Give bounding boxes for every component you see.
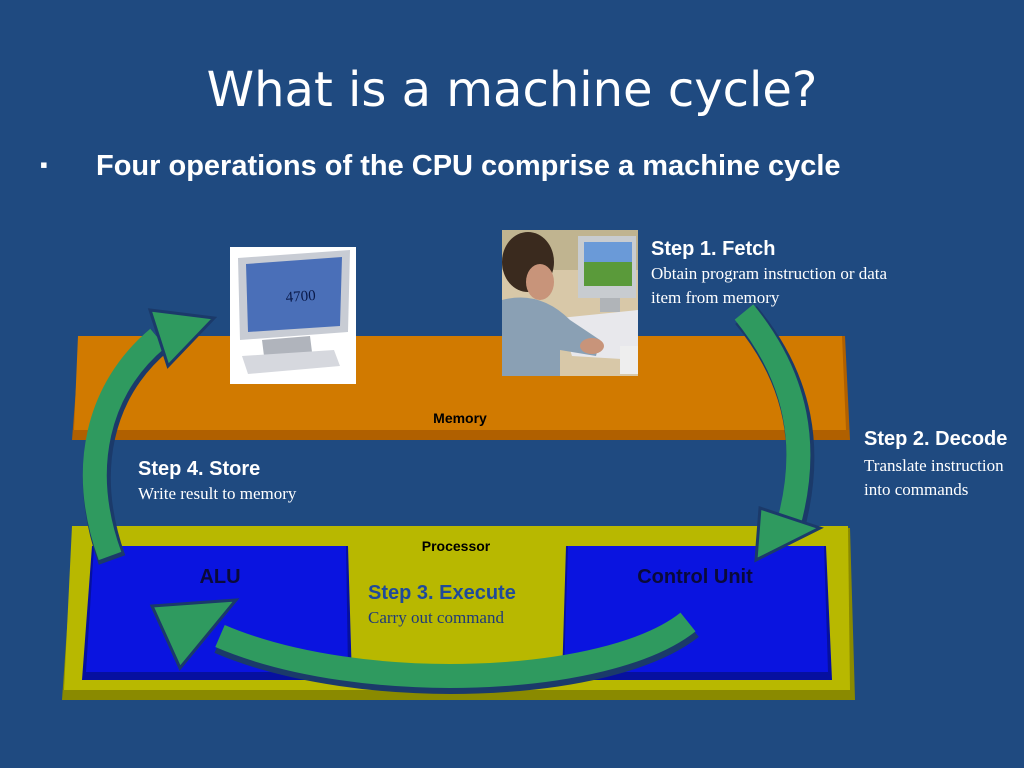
- memory-label: Memory: [433, 410, 487, 426]
- bullet-square-icon: ▪: [40, 152, 48, 177]
- alu-label: ALU: [199, 566, 241, 588]
- monitor-value: 4700: [285, 288, 316, 306]
- control-unit-label: Control Unit: [637, 566, 753, 588]
- step-fetch-text: Obtain program instruction or data item …: [651, 264, 888, 307]
- arrow-store: [82, 308, 218, 565]
- step-execute-heading: Step 3. Execute: [368, 582, 516, 604]
- arrow-fetch: [734, 304, 824, 563]
- arrow-execute: [149, 598, 699, 694]
- step-fetch: Step 1. Fetch Obtain program instruction…: [651, 236, 891, 310]
- cycle-arrows: [82, 304, 824, 694]
- person-at-computer-photo: [502, 230, 638, 376]
- step-execute: Step 3. Execute Carry out command: [368, 580, 568, 630]
- step-decode-text: Translate instruction into commands: [864, 456, 1004, 499]
- slide-title: What is a machine cycle?: [206, 62, 818, 118]
- step-execute-text: Carry out command: [368, 608, 504, 627]
- processor-label: Processor: [421, 538, 491, 554]
- step-store: Step 4. Store Write result to memory: [138, 456, 358, 506]
- step-decode: Step 2. Decode Translate instruction int…: [864, 424, 1014, 502]
- step-store-heading: Step 4. Store: [138, 458, 261, 480]
- step-store-text: Write result to memory: [138, 484, 297, 503]
- bullet-text: Four operations of the CPU comprise a ma…: [96, 150, 841, 182]
- monitor-icon: 4700: [230, 247, 356, 384]
- step-decode-heading: Step 2. Decode: [864, 428, 1008, 450]
- step-fetch-heading: Step 1. Fetch: [651, 238, 776, 260]
